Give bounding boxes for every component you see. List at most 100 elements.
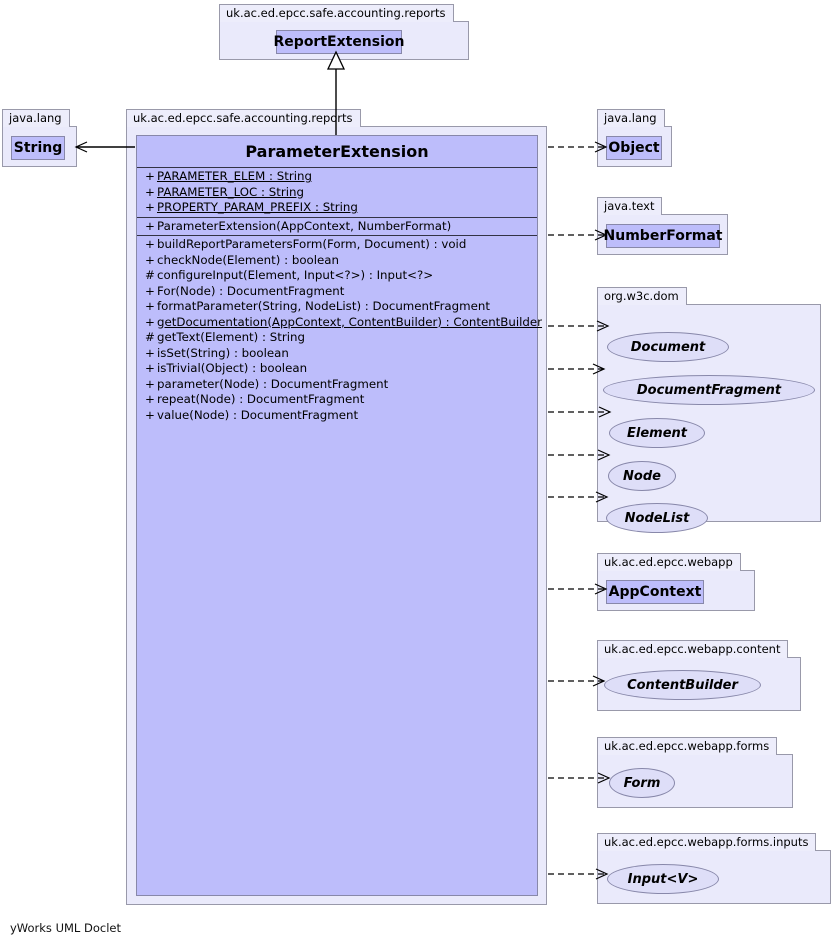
method-row: +buildReportParametersForm(Form, Documen… [137,237,537,253]
package-label: java.lang [2,109,70,127]
package-body: Form [597,754,793,808]
package-label: uk.ac.ed.epcc.safe.accounting.reports [126,109,361,127]
interface-node-list[interactable]: NodeList [606,503,708,533]
member-signature: For(Node) : DocumentFragment [157,283,345,298]
interface-element[interactable]: Element [609,418,705,448]
package-body: Document DocumentFragment Element Node N… [597,304,821,533]
constructor-row: +ParameterExtension(AppContext, NumberFo… [137,219,537,235]
member-signature: ParameterExtension(AppContext, NumberFor… [157,218,452,233]
field-row: +PROPERTY_PARAM_PREFIX : String [137,200,537,216]
package-body: Input<V> [597,850,831,904]
package-webapp: uk.ac.ed.epcc.webapp AppContext [597,551,755,611]
method-row: +formatParameter(String, NodeList) : Doc… [137,299,537,315]
package-label: uk.ac.ed.epcc.webapp.forms [597,737,778,755]
interface-name-label: Document [630,339,706,355]
interface-name-label: DocumentFragment [636,382,782,398]
interface-name-label: NodeList [624,510,690,526]
class-name-label: AppContext [608,584,702,600]
class-fields-section: +PARAMETER_ELEM : String +PARAMETER_LOC … [137,168,537,218]
visibility-marker: + [145,376,155,391]
interface-form[interactable]: Form [609,768,675,798]
member-signature: isTrivial(Object) : boolean [157,361,308,375]
interface-document[interactable]: Document [607,332,729,362]
class-methods-section: +buildReportParametersForm(Form, Documen… [137,236,542,424]
interface-input-v[interactable]: Input<V> [607,864,719,894]
package-label: java.lang [597,109,665,127]
class-title: ParameterExtension [137,136,537,168]
visibility-marker: # [145,330,155,344]
class-number-format[interactable]: NumberFormat [604,224,722,248]
visibility-marker: + [145,283,155,298]
method-row: #configureInput(Element, Input<?>) : Inp… [137,268,537,284]
package-reports-top: uk.ac.ed.epcc.safe.accounting.reports Re… [219,2,469,60]
package-body: NumberFormat [597,214,728,255]
method-row: +isSet(String) : boolean [137,346,537,362]
interface-name-label: Form [623,775,661,791]
class-constructors-section: +ParameterExtension(AppContext, NumberFo… [137,218,537,236]
interface-name-label: Element [627,425,687,441]
visibility-marker: + [145,237,155,251]
class-name-label: ReportExtension [273,34,405,50]
package-java-text: java.text NumberFormat [597,195,728,255]
member-signature: isSet(String) : boolean [157,345,289,360]
interface-name-label: ContentBuilder [627,677,738,693]
method-row: +For(Node) : DocumentFragment [137,284,537,300]
member-signature: checkNode(Element) : boolean [157,252,340,267]
class-string[interactable]: String [11,136,65,160]
method-row: +repeat(Node) : DocumentFragment [137,392,537,408]
field-row: +PARAMETER_LOC : String [137,185,537,201]
member-signature: buildReportParametersForm(Form, Document… [157,237,467,251]
visibility-marker: + [145,345,155,360]
member-signature: repeat(Node) : DocumentFragment [157,392,365,406]
class-parameter-extension[interactable]: ParameterExtension +PARAMETER_ELEM : Str… [136,135,542,896]
visibility-marker: + [145,184,155,199]
package-label: uk.ac.ed.epcc.webapp.forms.inputs [597,833,817,851]
method-row: +parameter(Node) : DocumentFragment [137,377,537,393]
visibility-marker: + [145,169,155,183]
visibility-marker: + [145,299,155,313]
class-app-context[interactable]: AppContext [606,580,704,604]
package-java-lang-left: java.lang String [2,107,77,167]
method-row: +checkNode(Element) : boolean [137,253,537,269]
visibility-marker: + [145,314,155,329]
package-webapp-forms: uk.ac.ed.epcc.webapp.forms Form [597,735,793,808]
visibility-marker: + [145,252,155,267]
interface-name-label: Node [623,468,661,484]
class-report-extension[interactable]: ReportExtension [273,30,405,54]
member-signature: PROPERTY_PARAM_PREFIX : String [157,200,358,214]
package-label: uk.ac.ed.epcc.webapp.content [597,640,789,658]
member-signature: configureInput(Element, Input<?>) : Inpu… [157,268,434,282]
field-row: +PARAMETER_ELEM : String [137,169,537,185]
package-java-lang-right: java.lang Object [597,107,672,167]
interface-content-builder[interactable]: ContentBuilder [604,670,761,700]
package-label: org.w3c.dom [597,287,687,305]
package-label: java.text [597,197,663,215]
method-row: +getDocumentation(AppContext, ContentBui… [137,314,542,331]
doclet-footer: yWorks UML Doclet [10,921,121,935]
visibility-marker: # [145,268,155,282]
package-webapp-forms-inputs: uk.ac.ed.epcc.webapp.forms.inputs Input<… [597,831,831,904]
class-object[interactable]: Object [606,136,662,160]
package-webapp-content: uk.ac.ed.epcc.webapp.content ContentBuil… [597,638,801,711]
visibility-marker: + [145,407,155,422]
visibility-marker: + [145,361,155,375]
interface-document-fragment[interactable]: DocumentFragment [603,375,815,405]
interface-node[interactable]: Node [608,461,676,491]
package-body: AppContext [597,570,755,611]
package-label: uk.ac.ed.epcc.webapp [597,553,741,571]
method-row: +isTrivial(Object) : boolean [137,361,537,377]
member-signature: value(Node) : DocumentFragment [157,407,359,422]
member-signature: getDocumentation(AppContext, ContentBuil… [157,314,543,329]
method-row: #getText(Element) : String [137,330,537,346]
method-row: +value(Node) : DocumentFragment [137,408,537,424]
package-body: String [2,126,77,167]
visibility-marker: + [145,200,155,214]
member-signature: formatParameter(String, NodeList) : Docu… [157,299,490,313]
class-name-label: Object [608,140,660,156]
package-w3c-dom: org.w3c.dom Document DocumentFragment El… [597,285,821,533]
member-signature: getText(Element) : String [157,330,305,344]
member-signature: parameter(Node) : DocumentFragment [157,376,389,391]
visibility-marker: + [145,392,155,406]
interface-name-label: Input<V> [627,871,699,887]
